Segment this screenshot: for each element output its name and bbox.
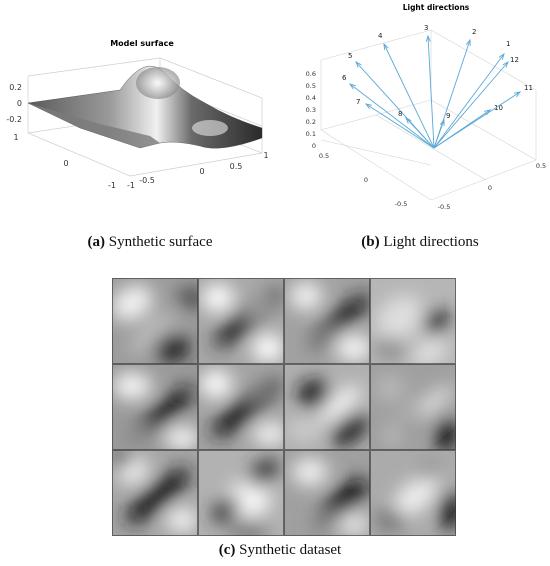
dataset-tile <box>198 278 284 364</box>
z-tick-label: 0.6 <box>306 70 316 78</box>
light-arrow-label: 10 <box>494 104 503 112</box>
dataset-tile <box>112 364 198 450</box>
surface-mesh <box>27 65 263 149</box>
z-tick-label: 0.2 <box>306 118 316 126</box>
y-tick-label: -0.5 <box>395 200 408 208</box>
caption-synthetic-surface: (a) Synthetic surface <box>50 234 250 251</box>
z-tick-label: 0.5 <box>306 82 316 90</box>
caption-letter: (a) <box>87 234 106 250</box>
light-arrow-head <box>465 38 471 47</box>
model-surface-svg: Model surface 0.2 0 -0.2 <box>6 39 268 190</box>
light-directions-svg: Light directions 0.6 0.5 0.4 0.3 0.2 0.1… <box>306 3 547 211</box>
light-arrow <box>433 119 445 149</box>
light-arrow-head <box>364 103 372 110</box>
z-tick-label: -0.2 <box>6 115 22 124</box>
x-tick-label: -0.5 <box>139 176 155 185</box>
light-arrow-label: 12 <box>510 56 519 64</box>
light-arrow-head <box>498 52 505 60</box>
caption-synthetic-dataset: (c) Synthetic dataset <box>180 542 380 559</box>
dataset-tile <box>370 278 456 364</box>
light-arrow-head <box>439 118 445 127</box>
dataset-tile <box>284 364 370 450</box>
x-tick-label: 0 <box>488 184 492 192</box>
z-tick-label: 0.3 <box>306 106 316 114</box>
dataset-tile <box>370 450 456 536</box>
x-tick-label: 0 <box>199 167 204 176</box>
x-tick-label: 1 <box>263 151 268 160</box>
light-arrow <box>433 61 509 149</box>
model-surface-plot: Model surface 0.2 0 -0.2 <box>0 28 282 228</box>
synthetic-dataset-grid <box>112 278 458 536</box>
light-arrow-label: 1 <box>506 40 510 48</box>
dataset-tile <box>198 450 284 536</box>
y-tick-label: 0 <box>63 159 68 168</box>
light-arrow-label: 6 <box>342 74 347 82</box>
light-directions-plot: Light directions 0.6 0.5 0.4 0.3 0.2 0.1… <box>286 0 550 220</box>
light-arrow <box>349 83 435 149</box>
light-arrow <box>433 53 505 149</box>
caption-text: Synthetic dataset <box>235 542 342 558</box>
z-tick-label: 0.2 <box>9 83 22 92</box>
caption-letter: (b) <box>361 234 380 250</box>
light-arrow-label: 3 <box>424 24 428 32</box>
dataset-tile <box>284 450 370 536</box>
dataset-tile <box>284 278 370 364</box>
z-tick-label: 0 <box>312 142 316 150</box>
light-arrow-head <box>514 91 522 98</box>
light-arrow-label: 11 <box>524 84 533 92</box>
light-arrow <box>427 35 435 149</box>
light-arrow-head <box>383 42 389 51</box>
dataset-svg <box>112 278 456 536</box>
light-arrow-label: 2 <box>472 28 476 36</box>
light-arrow-head <box>425 34 431 42</box>
z-tick-label: 0.1 <box>306 130 316 138</box>
y-tick-label: -1 <box>108 181 116 190</box>
light-arrow-label: 5 <box>348 52 352 60</box>
dataset-tile <box>112 278 198 364</box>
x-tick-label: 0.5 <box>536 162 546 170</box>
x-tick-label: 0.5 <box>230 162 243 171</box>
light-arrow-label: 8 <box>398 110 402 118</box>
x-tick-label: -0.5 <box>438 203 451 211</box>
light-arrow-label: 7 <box>356 98 360 106</box>
light-arrow <box>405 117 435 149</box>
caption-letter: (c) <box>218 542 236 558</box>
dataset-tile <box>112 450 198 536</box>
light-arrow-label: 4 <box>378 32 383 40</box>
y-tick-label: 0 <box>364 176 368 184</box>
dataset-tile <box>370 364 456 450</box>
light-arrow <box>383 43 435 149</box>
light-directions-title: Light directions <box>403 3 470 12</box>
z-tick-label: 0 <box>17 99 22 108</box>
z-tick-label: 0.4 <box>306 94 316 102</box>
dataset-tile <box>198 364 284 450</box>
light-arrow <box>365 103 435 149</box>
light-arrow-head <box>348 83 356 90</box>
light-arrow-label: 9 <box>446 112 450 120</box>
caption-light-directions: (b) Light directions <box>340 234 500 251</box>
y-tick-label: 0.5 <box>319 152 329 160</box>
x-tick-label: -1 <box>127 181 135 190</box>
light-arrow <box>433 91 521 149</box>
light-arrow-head <box>355 61 362 68</box>
caption-text: Synthetic surface <box>105 234 213 250</box>
light-arrow-head <box>405 117 412 124</box>
model-surface-title: Model surface <box>110 39 174 48</box>
caption-text: Light directions <box>379 234 479 250</box>
light-arrow-head <box>502 61 509 68</box>
y-tick-label: 1 <box>13 133 18 142</box>
